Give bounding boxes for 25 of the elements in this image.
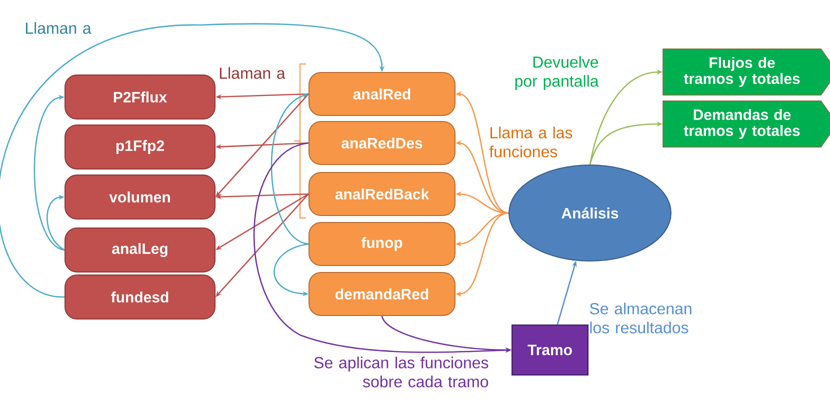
- function-box: analRedBack: [308, 172, 456, 216]
- output-tag: Demandas de tramos y totales: [662, 100, 830, 148]
- output-tag: Flujos de tramos y totales: [662, 48, 830, 96]
- arrow: [46, 194, 65, 251]
- function-box: P2Fflux: [64, 74, 216, 120]
- function-box: funop: [308, 222, 456, 266]
- arrow: [271, 93, 309, 245]
- function-box: anaRedDes: [308, 121, 456, 165]
- function-box: analLeg: [64, 228, 216, 272]
- annotation: Devuelve por pantalla: [515, 56, 599, 90]
- annotation: Llaman a: [220, 67, 286, 79]
- annotation: Llaman a: [26, 22, 92, 34]
- function-box: analRed: [308, 72, 456, 116]
- arrow: [216, 94, 309, 197]
- arrow: [216, 194, 309, 297]
- function-box: volumen: [64, 174, 216, 220]
- function-box: fundesd: [64, 274, 216, 320]
- annotation: Se aplican las funciones sobre cada tramo: [314, 356, 488, 388]
- arrow: [0, 23, 385, 298]
- annotation: Se almacenan los resultados: [590, 302, 692, 334]
- data-box: Tramo: [512, 324, 588, 376]
- annotation: Llama a las funciones: [489, 126, 572, 158]
- function-box: p1Ffp2: [64, 124, 216, 170]
- arrow: [34, 94, 65, 251]
- function-box: demandaRed: [308, 272, 456, 316]
